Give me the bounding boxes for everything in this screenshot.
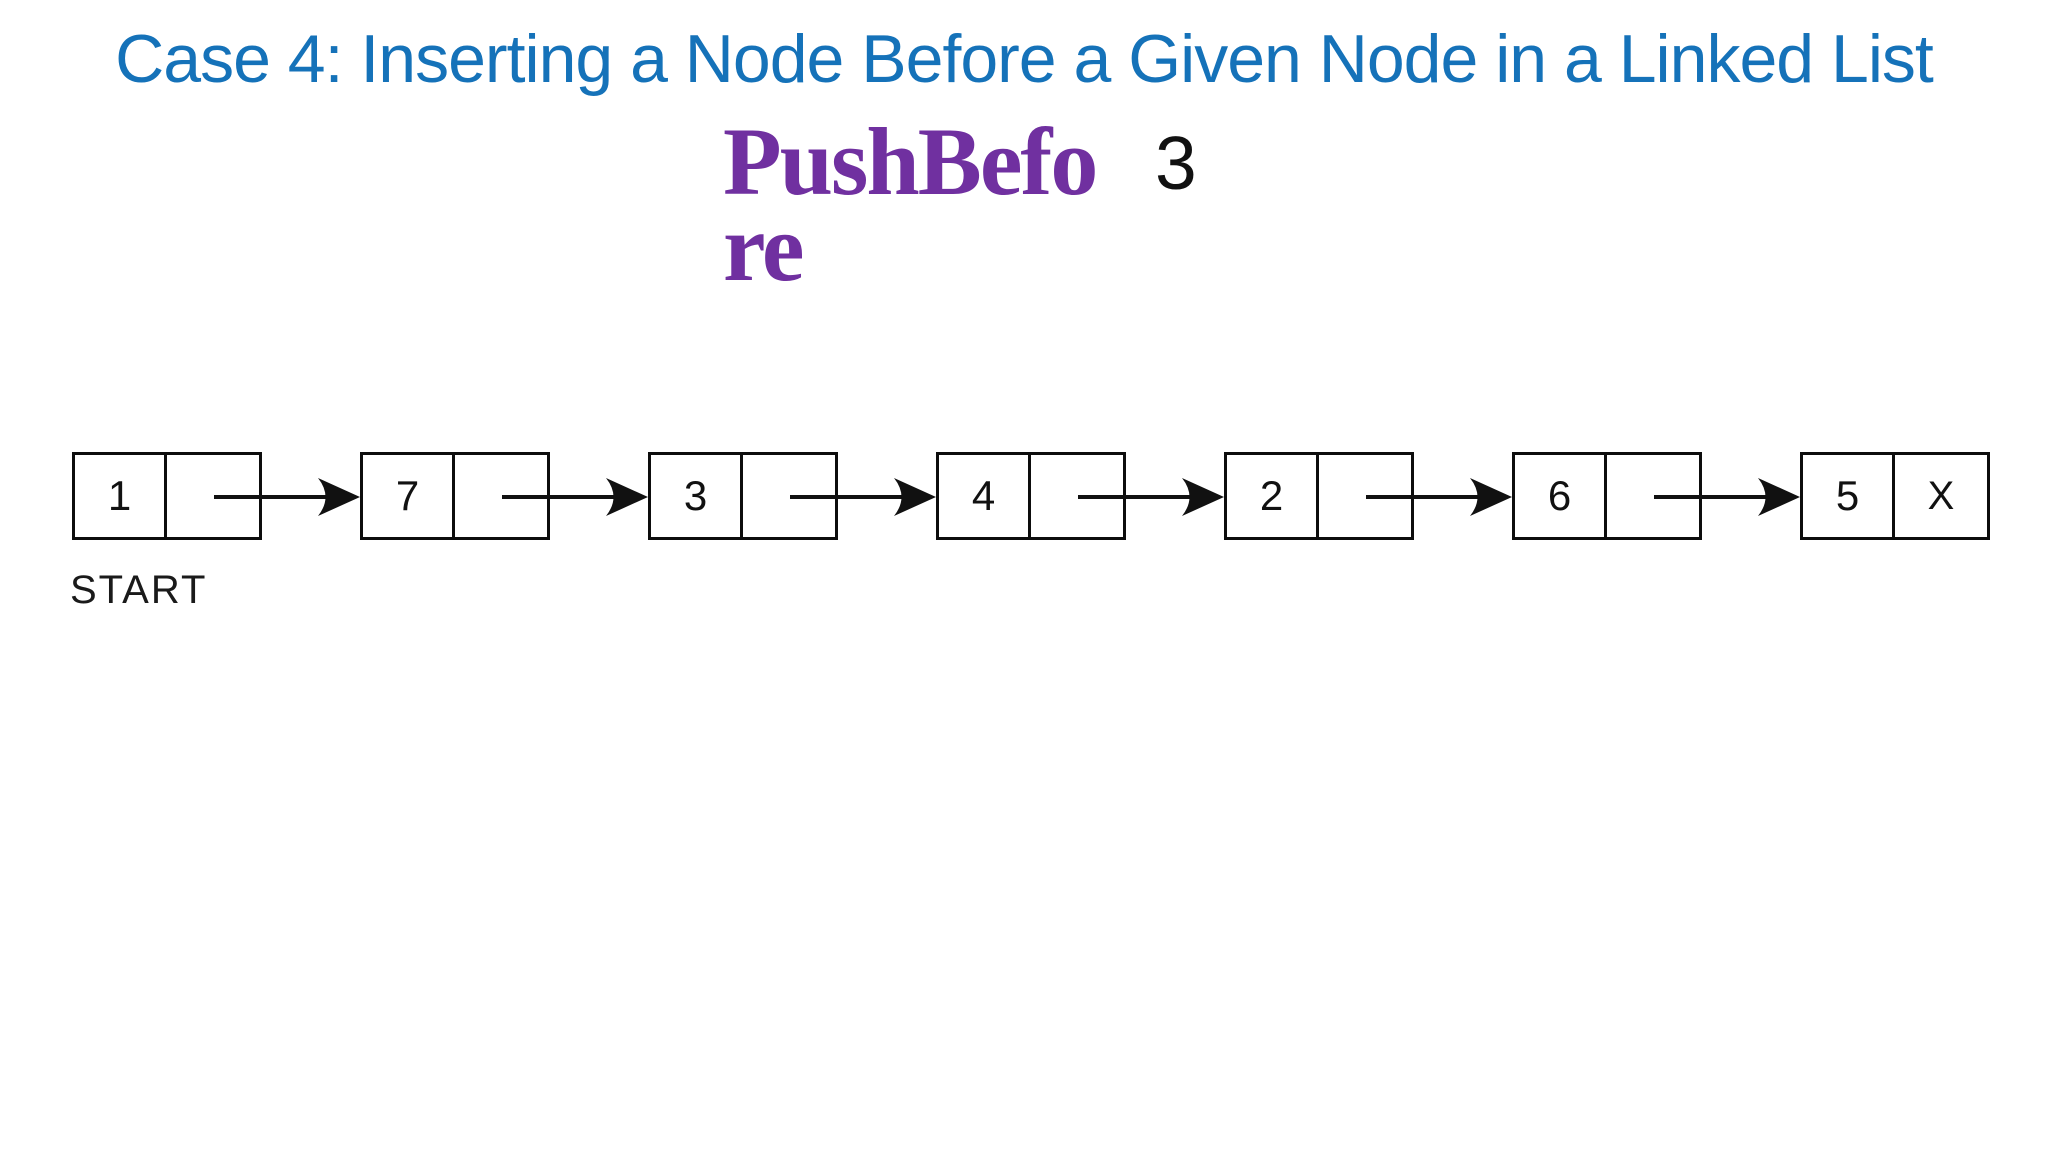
arrowhead-icon xyxy=(606,478,648,516)
next-pointer-arrow xyxy=(790,478,936,516)
next-pointer-arrow xyxy=(1366,478,1512,516)
function-name-line1: PushBefo xyxy=(723,108,1098,215)
node-data-cell: 3 xyxy=(651,455,743,537)
node-pointer-value: X xyxy=(1927,473,1955,518)
node-data-cell: 6 xyxy=(1515,455,1607,537)
arrowhead-icon xyxy=(1758,478,1800,516)
next-pointer-arrow xyxy=(1078,478,1224,516)
function-argument: 3 xyxy=(1155,121,1197,205)
node-data-cell: 2 xyxy=(1227,455,1319,537)
function-name-line2: re xyxy=(723,194,804,301)
arrowhead-icon xyxy=(894,478,936,516)
node-value: 1 xyxy=(107,472,132,519)
node-pointer-cell: X xyxy=(1895,455,1987,537)
arrowhead-icon xyxy=(318,478,360,516)
node-value: 7 xyxy=(395,472,420,519)
next-pointer-arrow xyxy=(502,478,648,516)
arrowhead-icon xyxy=(1470,478,1512,516)
node-value: 6 xyxy=(1547,472,1572,519)
arrowhead-icon xyxy=(1182,478,1224,516)
node-value: 2 xyxy=(1259,472,1284,519)
node-value: 5 xyxy=(1835,472,1860,519)
start-label: START xyxy=(70,568,208,612)
next-pointer-arrow xyxy=(214,478,360,516)
node-data-cell: 7 xyxy=(363,455,455,537)
node-data-cell: 4 xyxy=(939,455,1031,537)
list-node: 5 X xyxy=(1800,452,1990,540)
next-pointer-arrow xyxy=(1654,478,1800,516)
node-data-cell: 1 xyxy=(75,455,167,537)
slide-title: Case 4: Inserting a Node Before a Given … xyxy=(115,21,1934,97)
node-data-cell: 5 xyxy=(1803,455,1895,537)
node-value: 3 xyxy=(683,472,708,519)
node-value: 4 xyxy=(971,472,996,519)
